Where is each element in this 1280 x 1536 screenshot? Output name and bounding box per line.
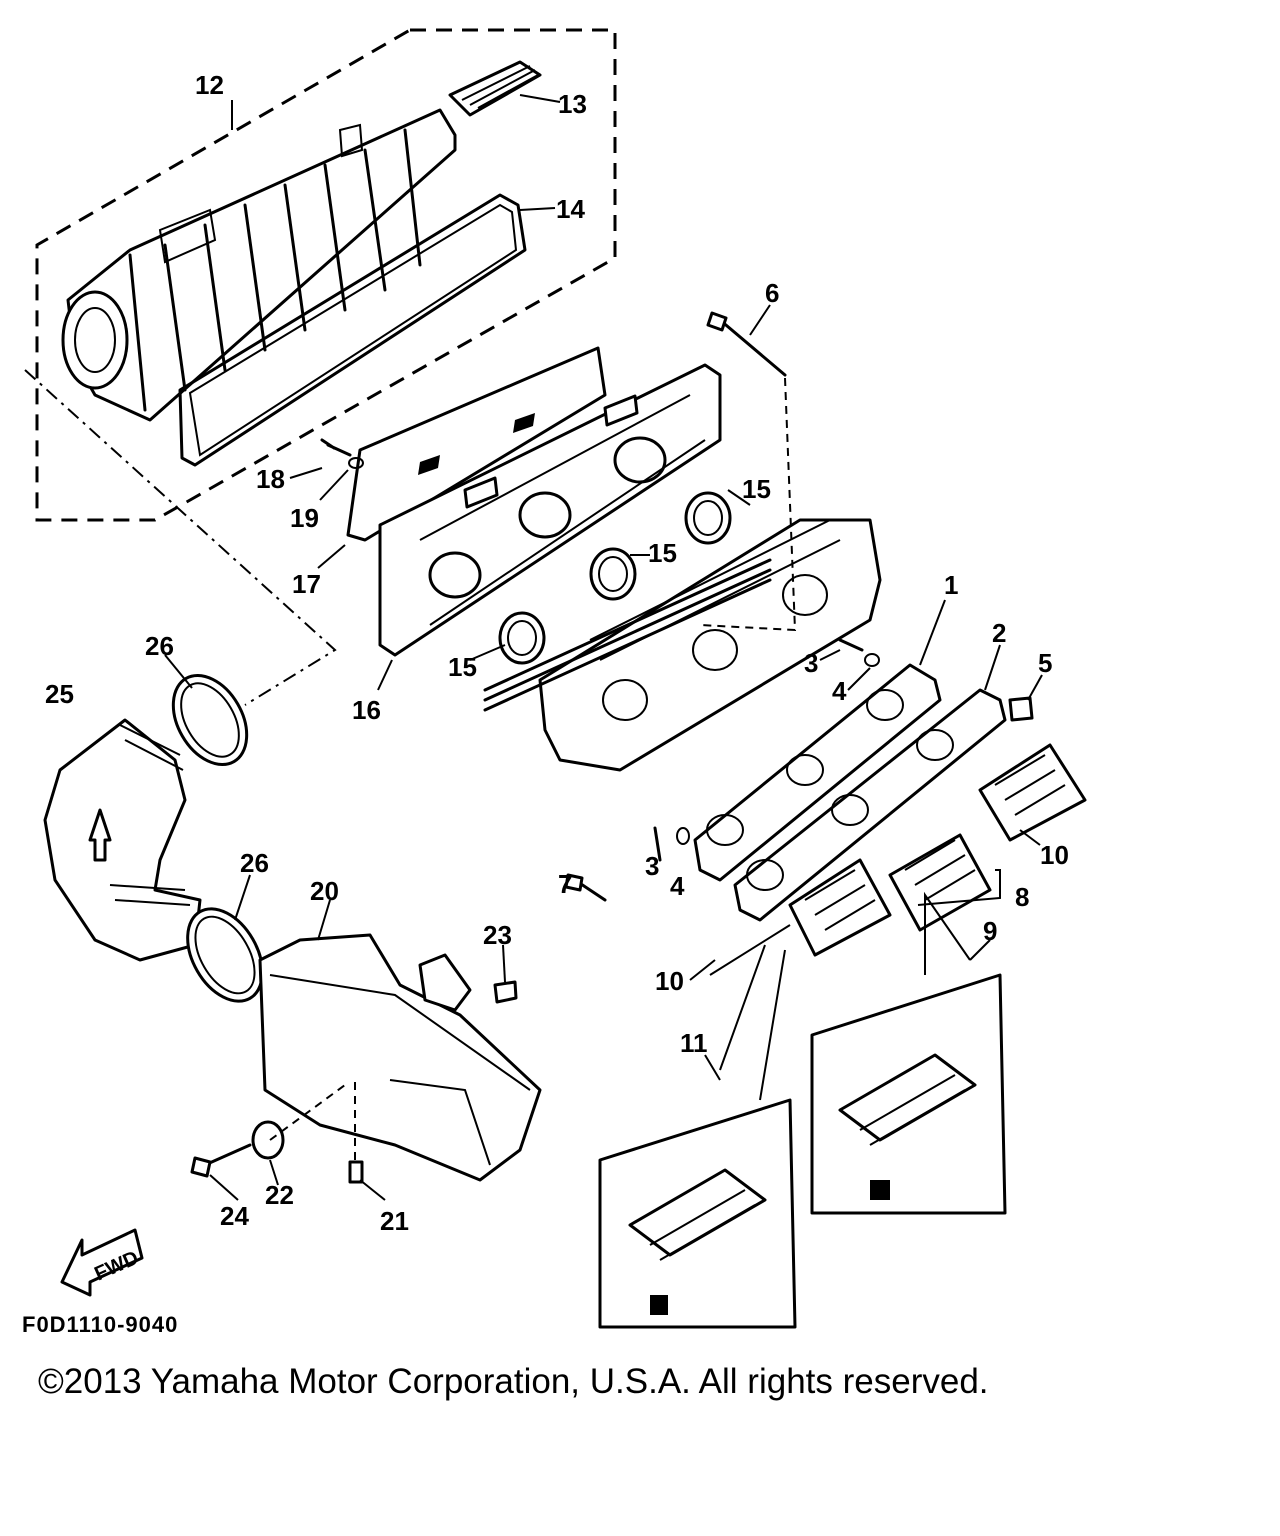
reed-valve-10-a	[978, 743, 1087, 842]
callout-23: 23	[483, 920, 512, 950]
filter-element	[448, 60, 542, 117]
forward-direction-arrow: FWD	[60, 1228, 144, 1297]
callout-12: 12	[195, 70, 224, 100]
callout-24: 24	[220, 1201, 249, 1231]
bolt-6	[718, 318, 787, 377]
copyright-notice: ©2013 Yamaha Motor Corporation, U.S.A. A…	[38, 1362, 989, 1401]
callout-11: 11	[680, 1028, 708, 1058]
callout-9: 9	[983, 916, 997, 946]
throttle-body-assembly	[483, 518, 882, 772]
airbox-assembly-dashed-outline	[35, 28, 617, 522]
callout-leaders	[164, 94, 1043, 1201]
intake-frame	[378, 363, 722, 657]
callout-20: 20	[310, 876, 339, 906]
part-5	[1008, 696, 1034, 722]
callout-8: 8	[1015, 882, 1029, 912]
reed-valve-10-c	[788, 858, 892, 957]
callout-5: 5	[1038, 648, 1052, 678]
callout-4-upper: 4	[832, 676, 847, 706]
bolt-18	[320, 438, 352, 457]
washer-4-lower	[676, 827, 690, 845]
callout-15-middle: 15	[648, 538, 677, 568]
callout-10-left: 10	[655, 966, 684, 996]
bolt-3-lower	[653, 826, 662, 862]
hose-clamp-26-upper	[171, 673, 249, 767]
callout-4-lower: 4	[670, 871, 685, 901]
callout-2: 2	[992, 618, 1006, 648]
grommet-22	[251, 1120, 285, 1160]
bolt-24	[203, 1143, 252, 1167]
callout-15-top: 15	[742, 474, 771, 504]
callout-1: 1	[944, 570, 958, 600]
callout-21: 21	[380, 1206, 409, 1236]
callout-16: 16	[352, 695, 381, 725]
callout-26-lower: 26	[240, 848, 269, 878]
callout-18: 18	[256, 464, 285, 494]
gasket-2	[733, 688, 1007, 922]
callout-7: 7	[558, 869, 572, 899]
bolt-3-upper	[838, 638, 864, 652]
callout-19: 19	[290, 503, 319, 533]
bolt-23	[493, 980, 518, 1004]
seal-gasket	[178, 193, 527, 467]
intake-duct	[43, 718, 202, 962]
callout-15-bottom: 15	[448, 652, 477, 682]
bolt-7	[576, 880, 607, 902]
drawing-code: F0D1110-9040	[22, 1312, 179, 1337]
reed-detail-box-11	[598, 1098, 797, 1329]
hose-clamp-26-lower	[186, 907, 264, 1003]
exploded-parts-diagram: FWD 1 2 3 3 4 4 5 6 7 8 9	[24, 28, 1087, 1329]
silencer-box	[258, 933, 542, 1182]
callout-22: 22	[265, 1180, 294, 1210]
callout-14: 14	[556, 194, 585, 224]
callout-6: 6	[765, 278, 779, 308]
o-ring-15-b	[589, 547, 637, 601]
o-ring-15-a	[498, 611, 546, 665]
reed-detail-box-9	[810, 973, 1007, 1215]
callout-3-upper: 3	[804, 648, 818, 678]
callout-26-upper: 26	[145, 631, 174, 661]
callout-3-lower: 3	[645, 851, 659, 881]
o-ring-15-c	[684, 491, 732, 545]
callout-13: 13	[558, 89, 587, 119]
reed-valve-10-b	[888, 833, 992, 932]
plate	[346, 346, 607, 542]
washer-19	[348, 457, 364, 469]
washer-4-upper	[864, 653, 880, 667]
callout-17: 17	[292, 569, 321, 599]
callout-10-right: 10	[1040, 840, 1069, 870]
callout-25: 25	[45, 679, 74, 709]
airbox-cover	[61, 108, 457, 422]
part-21	[348, 1160, 364, 1184]
